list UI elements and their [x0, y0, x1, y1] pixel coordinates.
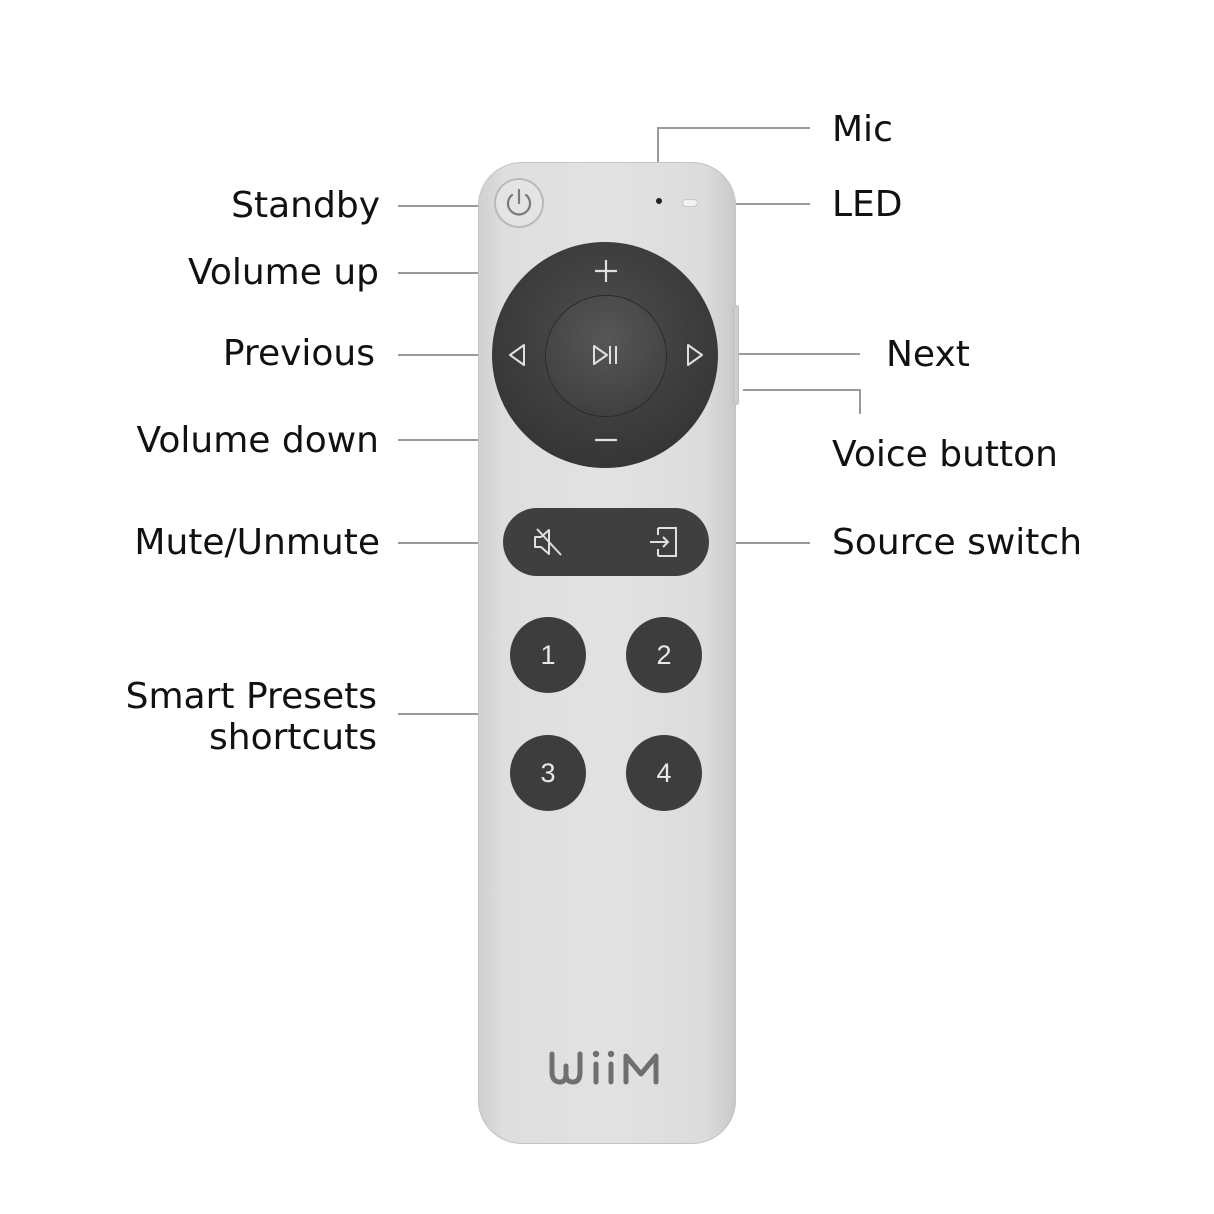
mute-icon[interactable] — [528, 522, 568, 562]
mute-source-bar — [503, 508, 709, 576]
mic-hole — [656, 198, 662, 204]
source-input-icon[interactable] — [644, 522, 684, 562]
mute-leader — [398, 542, 516, 544]
previous-leader — [398, 354, 498, 356]
label-led: LED — [832, 184, 903, 225]
preset-button-2[interactable]: 2 — [626, 617, 702, 693]
label-source-switch: Source switch — [832, 522, 1083, 563]
label-smart-presets: Smart Presets — [125, 676, 377, 717]
label-previous: Previous — [222, 333, 375, 374]
minus-icon[interactable] — [591, 425, 621, 455]
label-mic: Mic — [832, 109, 893, 150]
voice-leader-h — [743, 389, 861, 391]
mic-leader-h — [658, 127, 810, 129]
led-indicator — [682, 199, 698, 207]
play-pause-button[interactable] — [546, 296, 666, 416]
voice-side-button[interactable] — [733, 305, 739, 405]
chevron-right-icon[interactable] — [683, 342, 707, 368]
voice-leader-v — [859, 389, 861, 414]
standby-leader — [398, 205, 490, 207]
preset-button-3[interactable]: 3 — [510, 735, 586, 811]
mic-leader-v — [657, 127, 659, 191]
label-standby: Standby — [231, 185, 380, 226]
next-leader — [714, 353, 860, 355]
label-shortcuts: shortcuts — [209, 717, 377, 758]
wiim-logo — [549, 1050, 659, 1085]
led-leader — [710, 203, 810, 205]
plus-icon[interactable] — [591, 256, 621, 286]
presets-leader — [398, 713, 516, 715]
chevron-left-icon[interactable] — [505, 342, 529, 368]
label-next: Next — [886, 334, 970, 375]
preset-button-1[interactable]: 1 — [510, 617, 586, 693]
preset-button-4[interactable]: 4 — [626, 735, 702, 811]
label-volume-down: Volume down — [136, 420, 379, 461]
label-volume-up: Volume up — [187, 252, 379, 293]
standby-button[interactable] — [494, 178, 544, 228]
label-voice-button: Voice button — [832, 434, 1058, 475]
play-pause-icon — [593, 345, 617, 365]
source-leader — [694, 542, 810, 544]
power-icon — [506, 188, 532, 216]
label-mute-unmute: Mute/Unmute — [134, 522, 380, 563]
